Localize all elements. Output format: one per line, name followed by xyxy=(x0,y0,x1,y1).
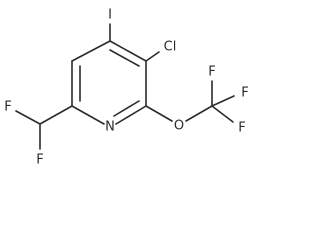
atom-chlorine: Cl xyxy=(164,40,177,55)
ring-bond-c2-n xyxy=(115,105,147,125)
atom-iodine: I xyxy=(108,8,112,23)
atom-fluorine-cf3-top: F xyxy=(208,65,215,80)
bond-chf2-f-left xyxy=(15,110,41,125)
molecule-structure: I Cl N O F F F F F xyxy=(4,8,248,168)
ring-bond-c2-n-inner xyxy=(113,100,140,117)
bond-c3-chlorine xyxy=(145,51,160,62)
ring-bond-n-c6 xyxy=(71,105,105,125)
atom-fluorine-chf2-left: F xyxy=(4,100,11,115)
atom-fluorine-chf2-bottom: F xyxy=(36,153,43,168)
bond-c6-chf2 xyxy=(39,105,73,125)
ring-bond-c4-c3-inner xyxy=(109,49,140,67)
atom-oxygen: O xyxy=(174,119,184,134)
bond-c2-oxygen xyxy=(145,105,173,122)
ring-bond-c5-c4 xyxy=(71,40,111,62)
bond-oxygen-cf3 xyxy=(185,105,213,122)
atom-fluorine-cf3-right: F xyxy=(241,86,248,101)
bond-cf3-f-right xyxy=(211,95,235,107)
atom-fluorine-cf3-bottom: F xyxy=(238,121,245,136)
atom-nitrogen: N xyxy=(105,120,115,135)
bond-cf3-f-bottom xyxy=(211,105,234,123)
structure-canvas: I Cl N O F F F F F xyxy=(4,7,249,168)
ring-bond-c4-c3 xyxy=(109,40,147,62)
